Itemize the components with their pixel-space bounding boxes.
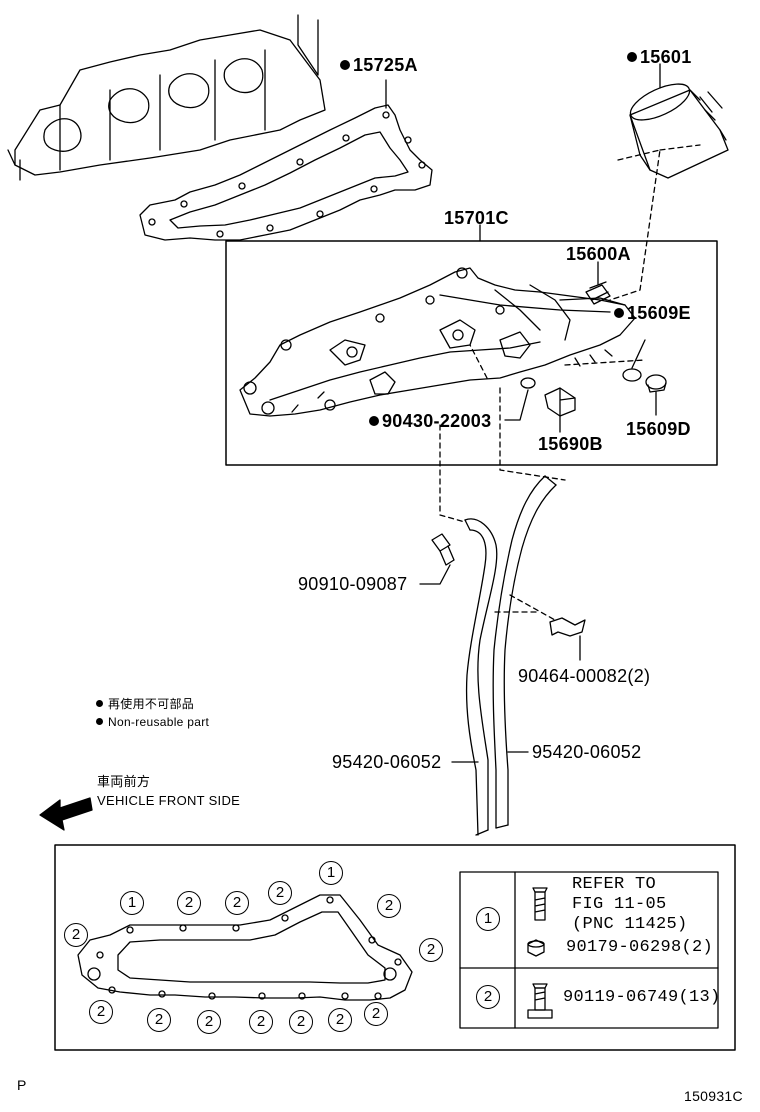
callout-2: 2	[249, 1010, 273, 1034]
callout-2: 2	[377, 894, 401, 918]
label-15701C: 15701C	[444, 208, 509, 228]
label-90910: 90910-09087	[298, 574, 408, 594]
callout-2: 2	[89, 1000, 113, 1024]
callout-2: 2	[197, 1010, 221, 1034]
legend-jp: 再使用不可部品	[96, 698, 194, 710]
table-refer-line1: REFER TO	[572, 875, 657, 894]
table-part-90179: 90179-06298(2)	[566, 938, 714, 957]
oil-cooler-body	[239, 267, 636, 417]
callout-2: 2	[64, 923, 88, 947]
table-refer-line3: (PNC 11425)	[572, 915, 688, 934]
oil-filter	[629, 63, 729, 179]
gasket-lower	[77, 894, 413, 1001]
callout-2: 2	[289, 1010, 313, 1034]
dashed-leaders	[439, 144, 701, 621]
gasket-upper	[139, 79, 433, 241]
footer-right: 150931C	[684, 1088, 743, 1104]
table-mark-2: 2	[476, 985, 500, 1009]
valve-15690B	[544, 387, 576, 433]
bolt-90910	[419, 533, 455, 585]
callout-2: 2	[225, 891, 249, 915]
engine-block-illustration	[7, 14, 326, 181]
label-95420-left: 95420-06052	[332, 752, 442, 772]
callout-2: 2	[177, 891, 201, 915]
o-ring-15609E	[622, 368, 642, 382]
label-15609D: 15609D	[626, 419, 691, 439]
label-15690B: 15690B	[538, 434, 603, 454]
front-arrow	[39, 797, 93, 831]
callout-2: 2	[268, 881, 292, 905]
plug-15609D	[645, 374, 667, 416]
dipstick-tubes	[464, 475, 557, 836]
detail-box	[54, 844, 736, 1051]
gasket-90430	[520, 377, 536, 389]
label-15725A: 15725A	[340, 56, 418, 74]
table-mark-1: 1	[476, 907, 500, 931]
label-90430: 90430-22003	[369, 412, 491, 430]
footer-left: P	[17, 1077, 27, 1093]
callout-2: 2	[364, 1002, 388, 1026]
label-15609E: 15609E	[614, 304, 691, 322]
oil-cooler-assembly-box	[225, 240, 718, 466]
callout-2: 2	[419, 938, 443, 962]
front-en: VEHICLE FRONT SIDE	[97, 793, 241, 808]
table-part-90119: 90119-06749(13)	[563, 988, 721, 1007]
bolt-table	[459, 871, 719, 1029]
callout-1: 1	[319, 861, 343, 885]
clamp-90464	[549, 617, 586, 661]
label-15601: 15601	[627, 48, 692, 66]
label-90464: 90464-00082(2)	[518, 666, 651, 686]
label-95420-right: 95420-06052	[532, 742, 642, 762]
callout-1: 1	[120, 891, 144, 915]
label-15600A: 15600A	[566, 244, 631, 264]
front-jp: 車両前方	[97, 774, 151, 789]
fitting-15600A	[585, 261, 611, 305]
callout-2: 2	[328, 1008, 352, 1032]
table-refer-line2: FIG 11-05	[572, 895, 667, 914]
legend-en: Non-reusable part	[96, 716, 209, 728]
callout-2: 2	[147, 1008, 171, 1032]
